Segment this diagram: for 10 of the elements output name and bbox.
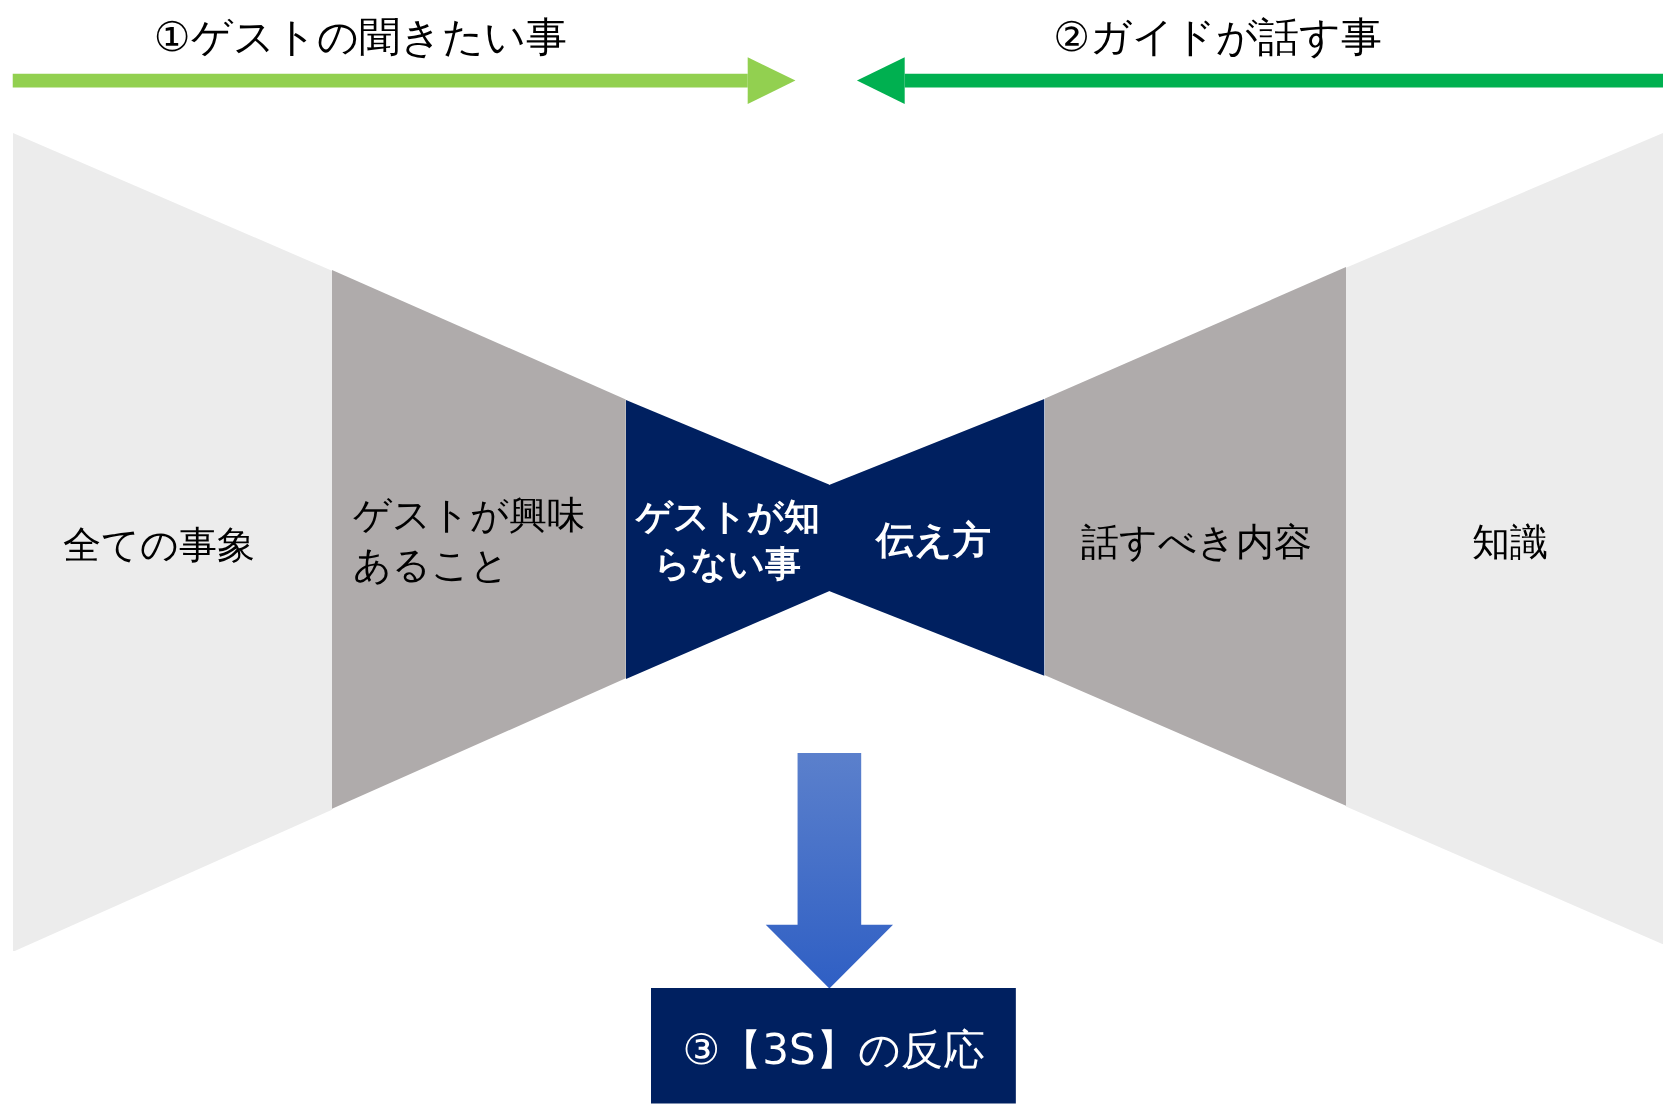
block-arrow bbox=[765, 753, 893, 989]
section-label: 知識 bbox=[1472, 519, 1549, 567]
heading-text: ②ガイドが話す事 bbox=[1053, 12, 1382, 64]
section-label: ゲストが知らない事 bbox=[634, 495, 821, 586]
section-label: ゲストが興味あること bbox=[353, 492, 587, 589]
section-label: ③【3S】の反応 bbox=[682, 1023, 985, 1076]
section-label: 伝え方 bbox=[875, 517, 991, 565]
section-label: 話すべき内容 bbox=[1080, 519, 1312, 567]
heading-text: ①ゲストの聞きたい事 bbox=[153, 12, 567, 64]
section-label: 全ての事象 bbox=[63, 522, 256, 570]
